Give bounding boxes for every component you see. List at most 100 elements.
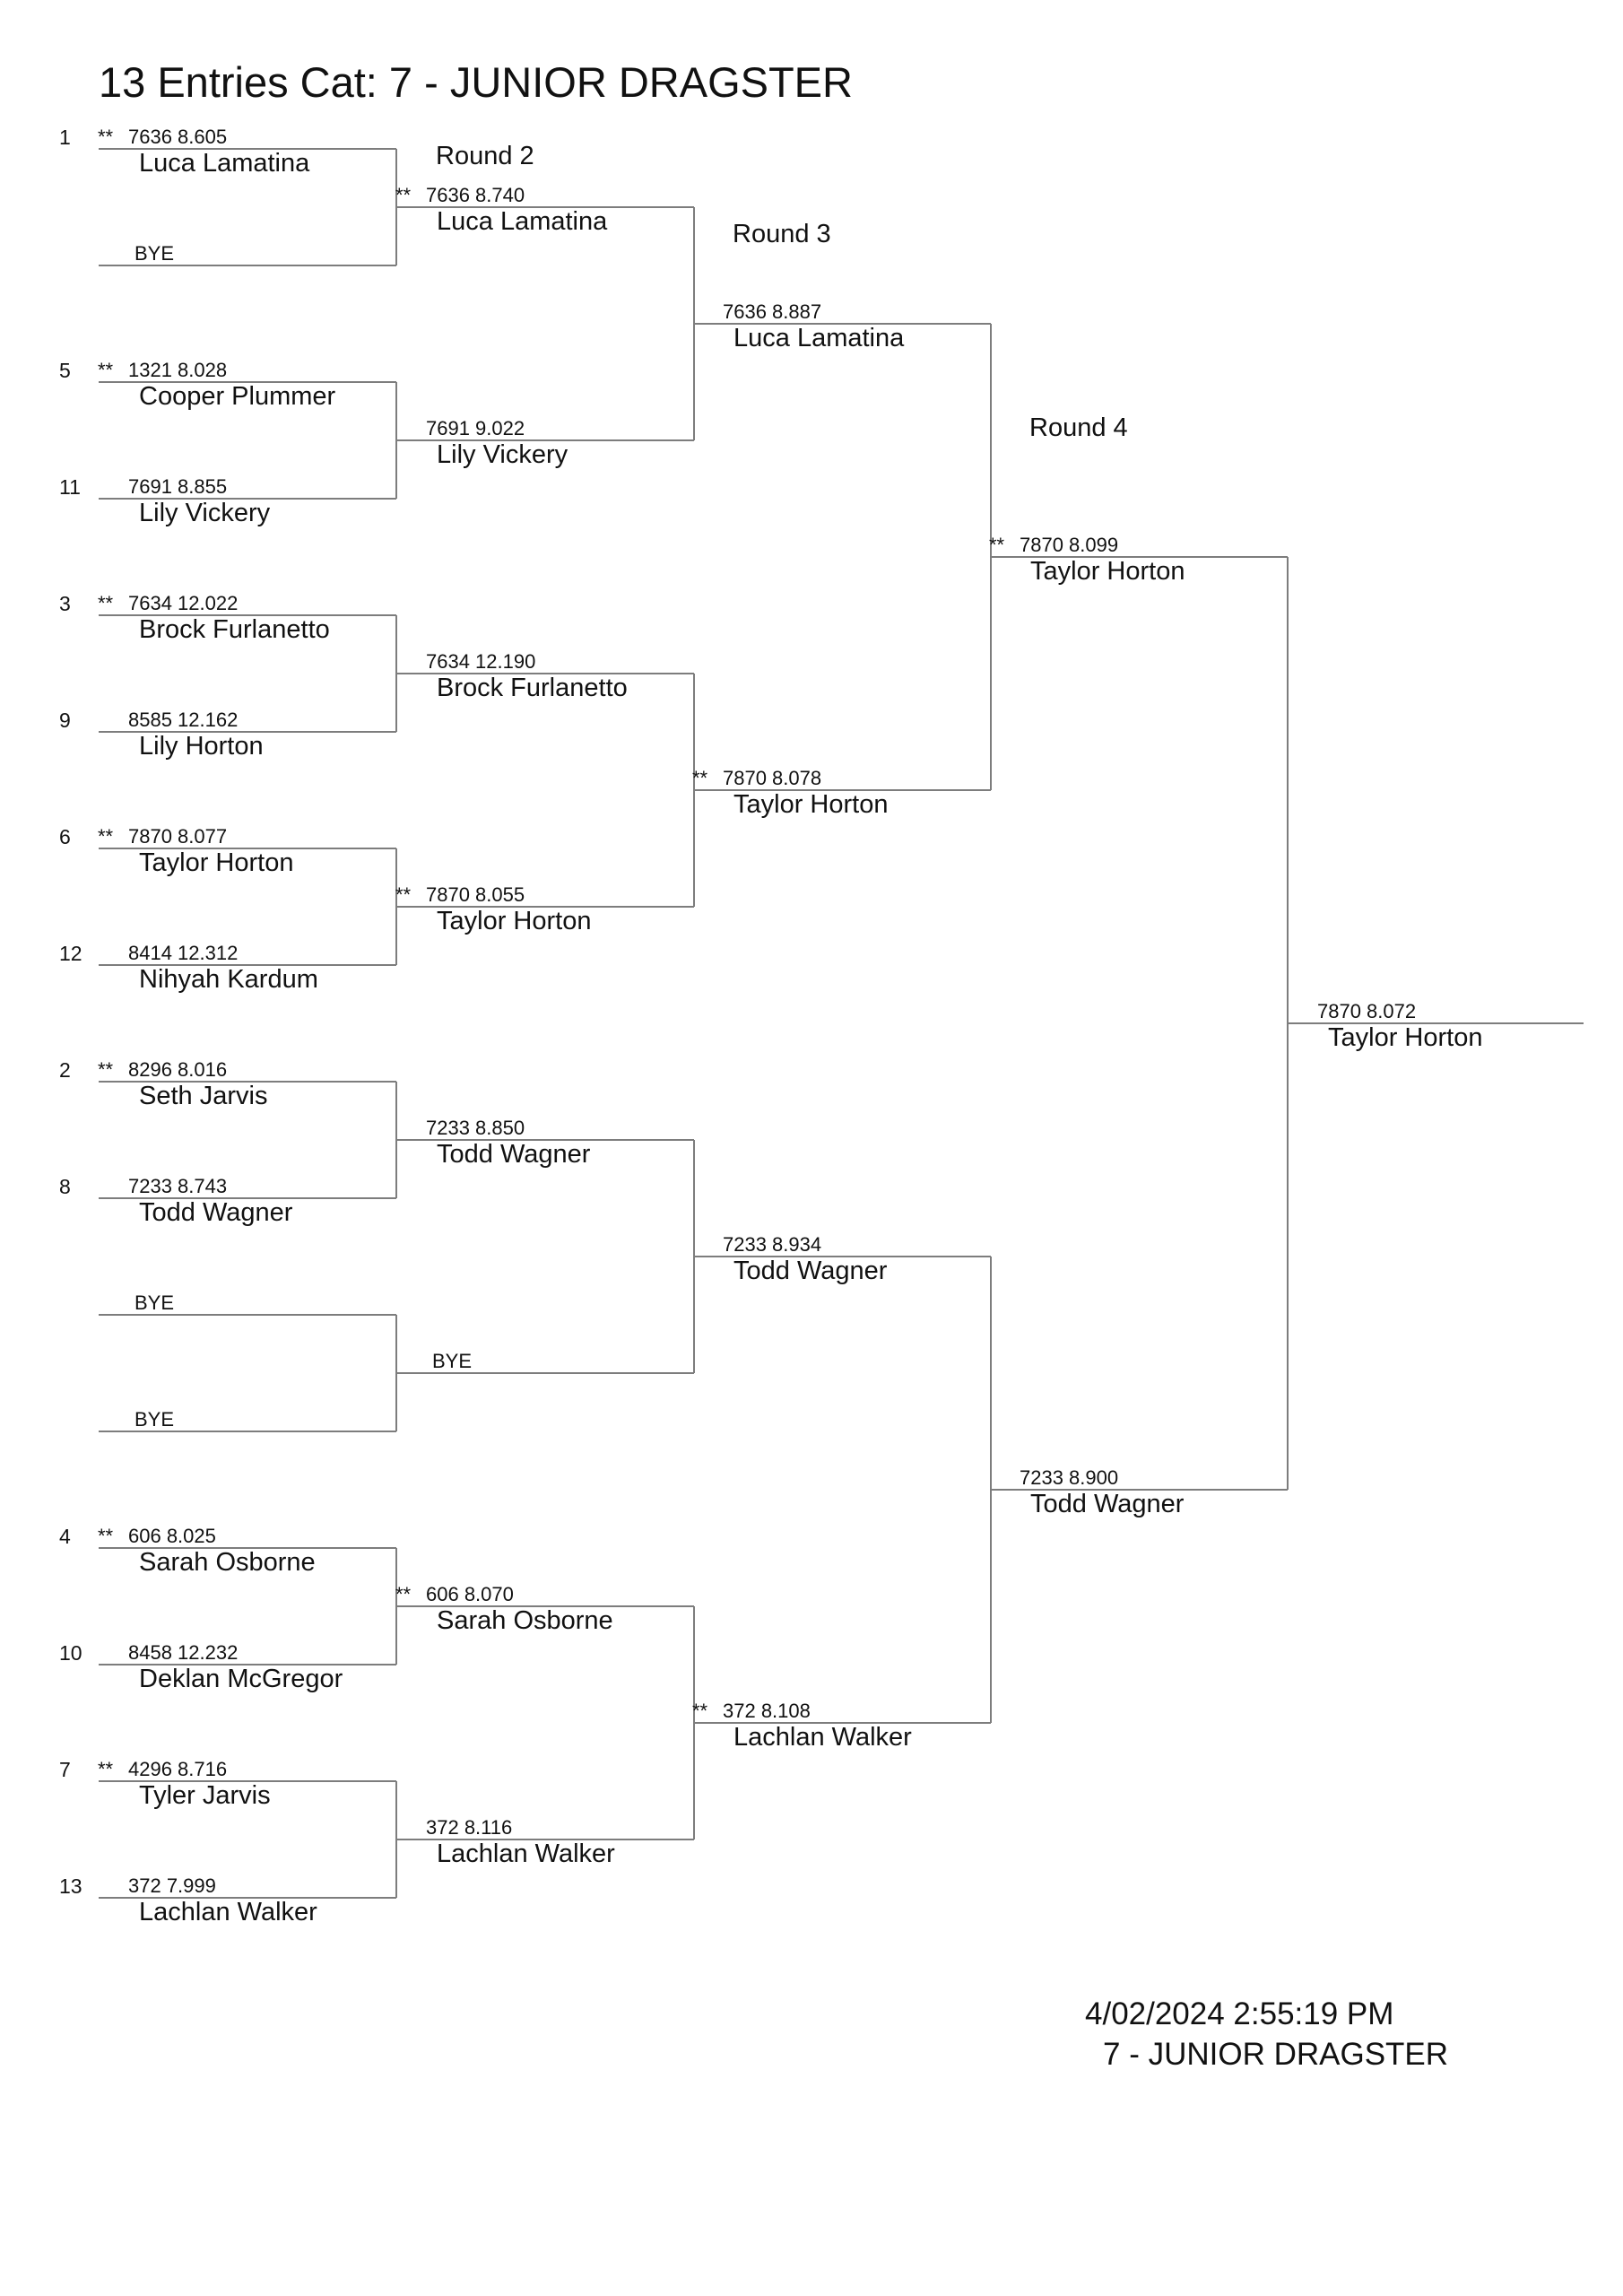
car-number-et: 372 8.108 — [723, 1700, 811, 1722]
seed-number: 5 — [59, 359, 71, 382]
car-number-et: 372 8.116 — [426, 1816, 513, 1839]
racer-name: Sarah Osborne — [139, 1548, 316, 1577]
car-number-et: 7233 8.900 — [1020, 1466, 1119, 1489]
qualifier-marker: ** — [98, 592, 114, 614]
racer-name: Luca Lamatina — [437, 207, 608, 236]
entry-line — [693, 789, 991, 791]
qualifier-marker: ** — [692, 1700, 708, 1722]
page-title: 13 Entries Cat: 7 - JUNIOR DRAGSTER — [99, 58, 853, 106]
footer-category: 7 - JUNIOR DRAGSTER — [1103, 2037, 1449, 2072]
entry-line — [693, 323, 991, 325]
entry-line — [396, 1605, 694, 1607]
round-2-label: Round 2 — [436, 142, 534, 170]
seed-number: 7 — [59, 1758, 71, 1781]
entry-line — [396, 906, 694, 908]
seed-number: 1 — [59, 126, 71, 149]
racer-name: Lily Vickery — [437, 440, 568, 469]
car-number-et: 7691 8.855 — [128, 475, 228, 498]
car-number-et: 7870 8.072 — [1317, 1000, 1417, 1022]
car-number-et: 8585 12.162 — [128, 709, 239, 731]
seed-number: 6 — [59, 825, 71, 848]
entry-line — [99, 1314, 396, 1316]
entry-line — [693, 1256, 991, 1257]
car-number-et: 8296 8.016 — [128, 1058, 228, 1081]
print-timestamp: 4/02/2024 2:55:19 PM — [1085, 1996, 1394, 2031]
car-number-et: 7634 12.190 — [426, 650, 536, 673]
entry-line — [99, 1897, 396, 1899]
entry-line — [99, 614, 396, 616]
round-3-label: Round 3 — [733, 220, 831, 248]
entry-line — [99, 1081, 396, 1083]
seed-number: 4 — [59, 1525, 71, 1548]
seed-number: 8 — [59, 1175, 71, 1198]
entry-line — [693, 1722, 991, 1724]
racer-name: Taylor Horton — [437, 907, 592, 935]
car-number-et: 7636 8.605 — [128, 126, 228, 148]
entry-line — [396, 1139, 694, 1141]
racer-name: Todd Wagner — [139, 1198, 293, 1227]
car-number-et: 7870 8.055 — [426, 883, 525, 906]
car-number-et: 7870 8.077 — [128, 825, 228, 848]
entry-line — [99, 381, 396, 383]
racer-name: Nihyah Kardum — [139, 965, 318, 994]
entry-line — [99, 731, 396, 733]
car-number-et: 7870 8.099 — [1020, 534, 1119, 556]
round-4-label: Round 4 — [1029, 413, 1128, 442]
qualifier-marker: ** — [98, 825, 114, 848]
car-number-et: 4296 8.716 — [128, 1758, 228, 1780]
bye-label: BYE — [135, 242, 175, 265]
entry-line — [99, 848, 396, 849]
car-number-et: 7233 8.743 — [128, 1175, 228, 1197]
bye-label: BYE — [135, 1408, 175, 1431]
racer-name: Lily Vickery — [139, 499, 271, 527]
racer-name: Lachlan Walker — [437, 1839, 615, 1868]
car-number-et: 7233 8.850 — [426, 1117, 525, 1139]
car-number-et: 7870 8.078 — [723, 767, 822, 789]
seed-number: 3 — [59, 592, 71, 615]
entry-line — [99, 1780, 396, 1782]
racer-name: Todd Wagner — [733, 1257, 888, 1285]
qualifier-marker: ** — [395, 1583, 412, 1605]
entry-line — [99, 1547, 396, 1549]
car-number-et: 7636 8.887 — [723, 300, 822, 323]
racer-name: Brock Furlanetto — [437, 674, 628, 702]
racer-name: Todd Wagner — [1030, 1490, 1185, 1518]
qualifier-marker: ** — [98, 1058, 114, 1081]
seed-number: 11 — [59, 475, 81, 499]
qualifier-marker: ** — [989, 534, 1005, 556]
racer-name: Deklan McGregor — [139, 1665, 343, 1693]
racer-name: Taylor Horton — [1328, 1023, 1483, 1052]
racer-name: Taylor Horton — [733, 790, 889, 819]
racer-name: Lily Horton — [139, 732, 264, 761]
racer-name: Seth Jarvis — [139, 1082, 268, 1110]
entry-line — [99, 148, 396, 150]
racer-name: Taylor Horton — [1030, 557, 1185, 586]
seed-number: 9 — [59, 709, 71, 732]
car-number-et: 606 8.070 — [426, 1583, 514, 1605]
qualifier-marker: ** — [98, 126, 114, 148]
racer-name: Lachlan Walker — [139, 1898, 317, 1926]
seed-number: 13 — [59, 1874, 82, 1898]
racer-name: Todd Wagner — [437, 1140, 591, 1169]
car-number-et: 372 7.999 — [128, 1874, 216, 1897]
car-number-et: 606 8.025 — [128, 1525, 216, 1547]
entry-line — [99, 1664, 396, 1665]
racer-name: Lachlan Walker — [733, 1723, 912, 1752]
bye-label: BYE — [432, 1350, 473, 1372]
entry-line — [99, 964, 396, 966]
qualifier-marker: ** — [98, 1758, 114, 1780]
entry-line — [99, 1431, 396, 1432]
car-number-et: 1321 8.028 — [128, 359, 228, 381]
car-number-et: 8458 12.232 — [128, 1641, 239, 1664]
car-number-et: 7636 8.740 — [426, 184, 525, 206]
entry-line — [99, 265, 396, 266]
car-number-et: 8414 12.312 — [128, 942, 239, 964]
racer-name: Luca Lamatina — [139, 149, 310, 178]
entry-line — [990, 556, 1288, 558]
seed-number: 12 — [59, 942, 82, 965]
entry-line — [396, 673, 694, 674]
qualifier-marker: ** — [98, 359, 114, 381]
racer-name: Brock Furlanetto — [139, 615, 330, 644]
racer-name: Tyler Jarvis — [139, 1781, 271, 1810]
